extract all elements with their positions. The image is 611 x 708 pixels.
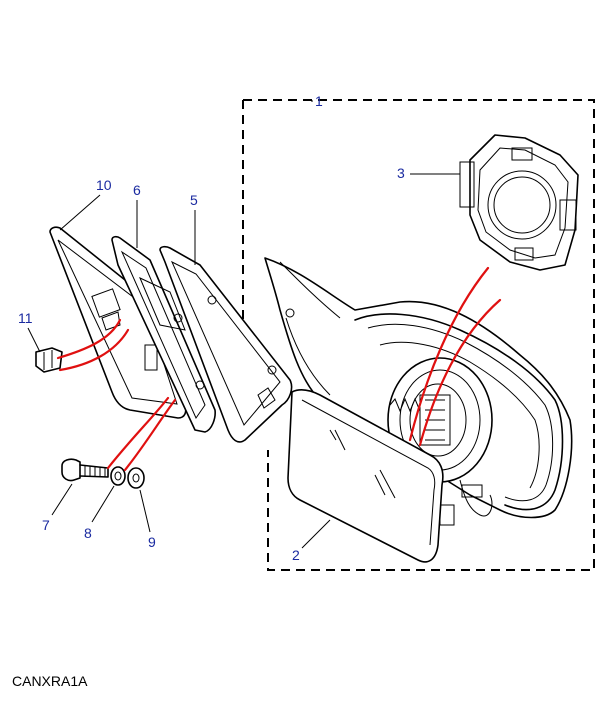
callout-9: 9: [148, 534, 156, 550]
callout-1: 1: [315, 93, 323, 109]
spring-washer: [110, 466, 126, 486]
callout-5: 5: [190, 192, 198, 208]
callout-8: 8: [84, 525, 92, 541]
callout-leaders: [27, 100, 460, 549]
mounting-plate: [111, 235, 216, 433]
diagram-code: CANXRA1A: [12, 673, 88, 689]
screw-part: [61, 458, 109, 482]
assembly-boundary-box: [242, 99, 595, 571]
callout-10: 10: [96, 177, 112, 193]
assembly-guide-lines: [56, 266, 502, 472]
callout-6: 6: [133, 182, 141, 198]
callout-3: 3: [397, 165, 405, 181]
mirror-bracket: [459, 134, 579, 271]
cover-plate: [159, 245, 293, 443]
callout-2: 2: [292, 547, 300, 563]
callout-7: 7: [42, 517, 50, 533]
mirror-glass: [287, 389, 444, 563]
callout-11: 11: [18, 310, 33, 326]
clip-part: [35, 347, 63, 373]
flat-washer: [127, 467, 145, 489]
